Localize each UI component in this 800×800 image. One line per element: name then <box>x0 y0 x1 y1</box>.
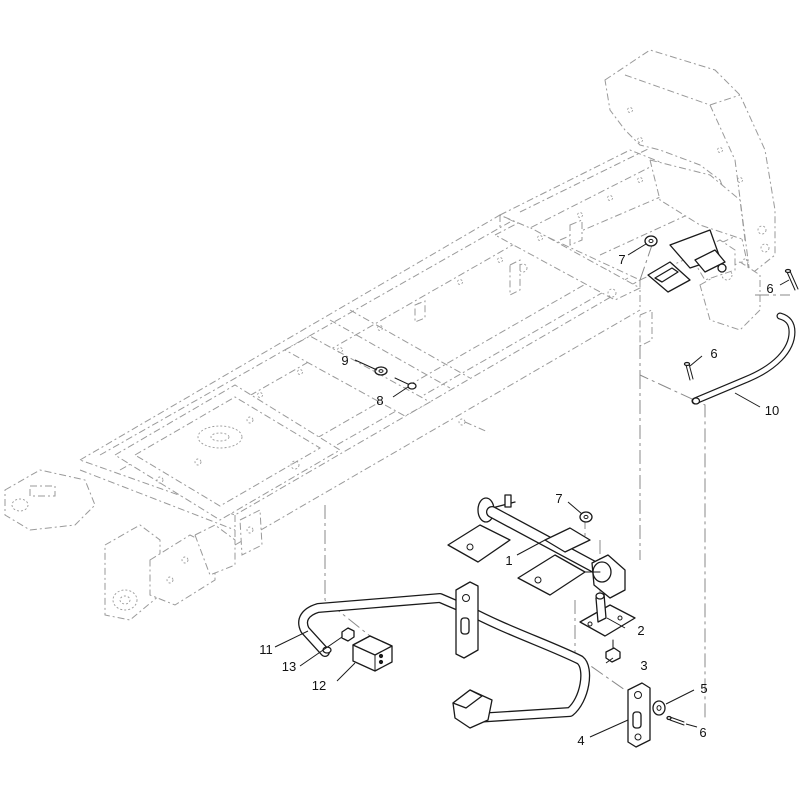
front-axle-bracket-phantom <box>4 469 263 621</box>
callout-3: 3 <box>640 658 647 673</box>
callout-13: 13 <box>282 659 296 674</box>
callout-7-upper: 7 <box>618 252 625 267</box>
leader-lines <box>274 243 790 738</box>
part-12-washer <box>374 366 388 376</box>
part-3-bolt <box>605 639 621 663</box>
part-7-washer-lower <box>579 511 593 523</box>
part-2-bracket <box>579 592 636 637</box>
callout-2: 2 <box>637 623 644 638</box>
callout-8: 10 <box>765 403 779 418</box>
part-10-block <box>352 635 393 672</box>
callout-11: 8 <box>376 393 383 408</box>
part-6-cotter-pin-upper <box>784 268 799 291</box>
part-13-nut <box>341 627 355 642</box>
callout-6-upper: 6 <box>766 281 773 296</box>
part-7-washer-upper <box>644 235 658 247</box>
callout-6-lower: 6 <box>699 725 706 740</box>
rear-lift-pivot-bracket <box>647 229 727 293</box>
chassis-frame-phantom <box>78 147 761 546</box>
part-9-lift-bar <box>298 581 591 729</box>
callout-labels: 9 8 7 6 6 10 7 1 2 3 11 13 12 4 5 6 <box>259 252 779 748</box>
callout-4: 4 <box>577 733 584 748</box>
callout-12: 9 <box>341 353 348 368</box>
callout-7-lower: 7 <box>555 491 562 506</box>
part-6-cotter-pin-middle <box>683 361 694 381</box>
part-1-pivot-shaft <box>447 494 626 599</box>
callout-10: 12 <box>312 678 326 693</box>
part-5-washer <box>652 700 666 716</box>
callout-9: 11 <box>259 642 273 657</box>
part-8-lift-rod <box>691 312 796 405</box>
part-6-cotter-pin-lower <box>666 715 685 726</box>
callout-5: 5 <box>700 681 707 696</box>
callout-6-middle: 6 <box>710 346 717 361</box>
part-11-bolt <box>394 377 417 390</box>
part-4-link-plate <box>627 682 651 748</box>
callout-1: 1 <box>505 553 512 568</box>
